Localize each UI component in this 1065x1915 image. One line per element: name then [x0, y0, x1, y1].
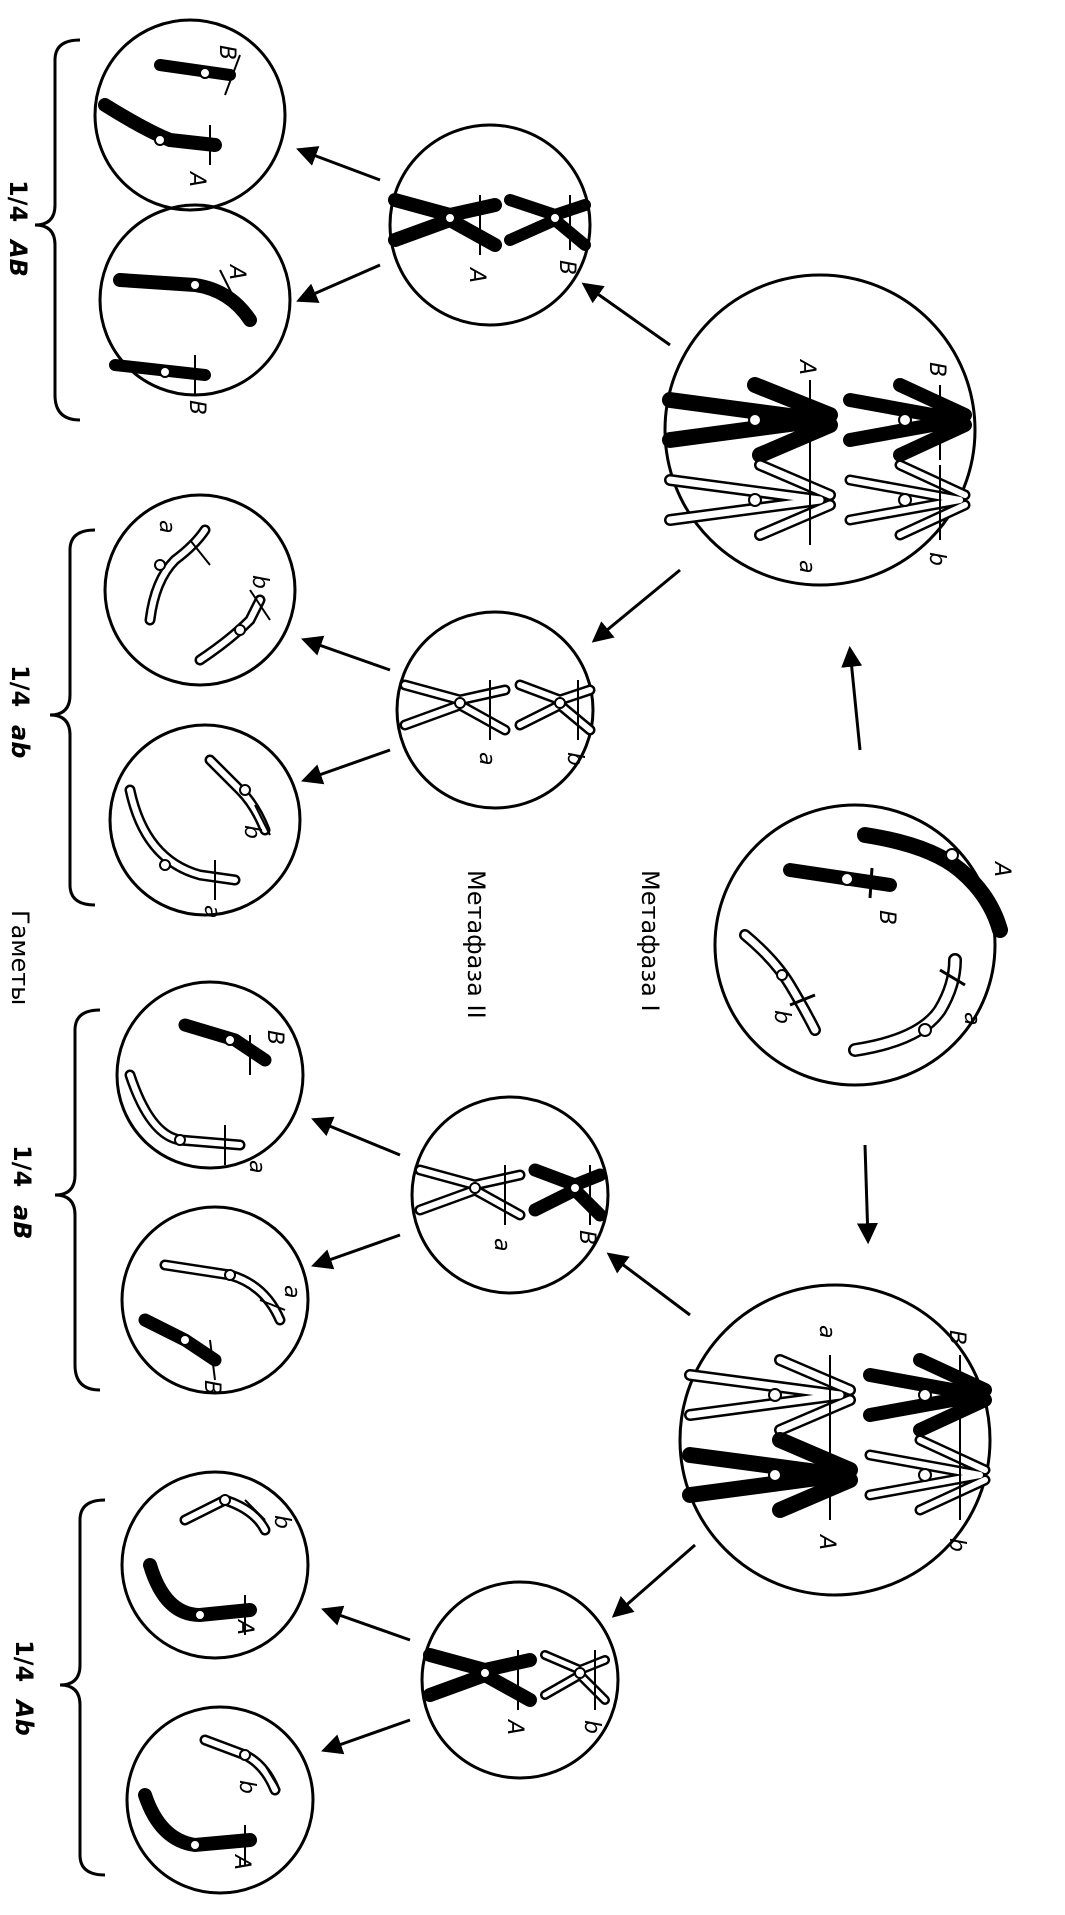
allele-a: a: [959, 1012, 984, 1025]
allele-B: B: [554, 260, 579, 275]
label-metaphase-2: Метафаза II: [462, 870, 490, 1019]
allele-b: b: [247, 575, 272, 589]
metaphase-2-cell-ab: a b: [395, 610, 596, 810]
arrow: [591, 568, 681, 643]
allele-a: a: [794, 560, 819, 573]
arrow: [311, 1233, 401, 1270]
label-metaphase-1: Метафаза I: [636, 870, 664, 1012]
allele-b: b: [944, 1538, 969, 1552]
allele-B: B: [944, 1330, 969, 1345]
arrow: [606, 1252, 691, 1317]
label-gametes: Гаметы: [6, 910, 34, 1005]
allele-A: A: [224, 263, 249, 280]
allele-B: B: [262, 1030, 287, 1045]
allele-b: b: [562, 752, 587, 766]
allele-b: b: [239, 825, 264, 839]
arrow: [296, 263, 381, 303]
chromosome-A-dark: [857, 827, 1008, 938]
allele-a: a: [474, 752, 499, 765]
allele-b: b: [269, 1515, 294, 1529]
allele-a: a: [489, 1238, 514, 1251]
allele-b: b: [924, 552, 949, 566]
allele-a: a: [814, 1325, 839, 1338]
allele-B: B: [574, 1230, 599, 1245]
allele-b: b: [579, 1720, 604, 1734]
gamete-cell-Ab-2: b A: [125, 1705, 315, 1895]
allele-a: a: [279, 1285, 304, 1298]
arrow: [321, 1718, 411, 1755]
allele-A: A: [814, 1533, 839, 1550]
allele-A: A: [464, 266, 489, 283]
gamete-cell-AB-1: A B: [93, 18, 287, 212]
arrow: [581, 282, 671, 347]
gamete-group-aB: 1/4 aB: [8, 1008, 101, 1392]
allele-a: a: [154, 520, 179, 533]
allele-B: B: [214, 45, 239, 60]
ratio-label: 1/4: [8, 1145, 36, 1187]
allele-A: A: [184, 170, 209, 187]
allele-A: A: [232, 1618, 257, 1635]
arrow: [856, 1144, 878, 1245]
metaphase-1-cell-top: A B a b: [662, 273, 977, 587]
gamete-cell-AB-2: A B: [98, 203, 292, 415]
gamete-cell-Ab-1: b A: [120, 1470, 310, 1660]
genotype-label: aB: [8, 1205, 36, 1240]
metaphase-2-cell-AB: A B: [388, 123, 592, 327]
arrow: [841, 645, 863, 751]
gamete-group-Ab: 1/4 Ab: [10, 1498, 106, 1877]
allele-b: b: [769, 1010, 794, 1024]
metaphase-1-cell-bottom: a B A b: [678, 1283, 992, 1597]
allele-b: b: [234, 1780, 259, 1794]
allele-a: a: [244, 1160, 269, 1173]
allele-A: A: [989, 860, 1014, 877]
parent-cell: A B a b: [713, 803, 1014, 1087]
allele-B: B: [924, 362, 949, 377]
gamete-cell-aB-1: B a: [115, 980, 305, 1173]
allele-A: A: [502, 1718, 527, 1735]
allele-B: B: [184, 400, 209, 415]
chromosome-B-dark: [783, 863, 897, 892]
arrow: [296, 146, 381, 182]
arrow: [301, 635, 391, 672]
allele-B: B: [874, 910, 899, 925]
allele-B: B: [199, 1380, 224, 1395]
ratio-label: 1/4: [4, 180, 32, 222]
metaphase-2-cell-Ab: A b: [420, 1580, 620, 1780]
gamete-cell-aB-2: a B: [120, 1205, 310, 1395]
genotype-label: ab: [6, 725, 34, 758]
allele-A: A: [794, 358, 819, 375]
gamete-cell-ab-2: a b: [108, 723, 302, 918]
ratio-label: 1/4: [10, 1640, 38, 1682]
genotype-label: Ab: [10, 1698, 38, 1736]
genotype-label: AB: [4, 238, 32, 277]
allele-A: A: [229, 1853, 254, 1870]
allele-a: a: [199, 905, 224, 918]
arrow: [311, 1116, 401, 1157]
arrow: [611, 1543, 696, 1618]
arrow: [301, 748, 391, 785]
gamete-group-AB: 1/4 AB: [4, 38, 81, 422]
ratio-label: 1/4: [6, 665, 34, 707]
gamete-group-ab: 1/4 ab: [6, 528, 96, 907]
metaphase-2-cell-aB: a B: [410, 1095, 610, 1295]
arrow: [321, 1605, 411, 1642]
gamete-cell-ab-1: a b: [103, 493, 297, 687]
